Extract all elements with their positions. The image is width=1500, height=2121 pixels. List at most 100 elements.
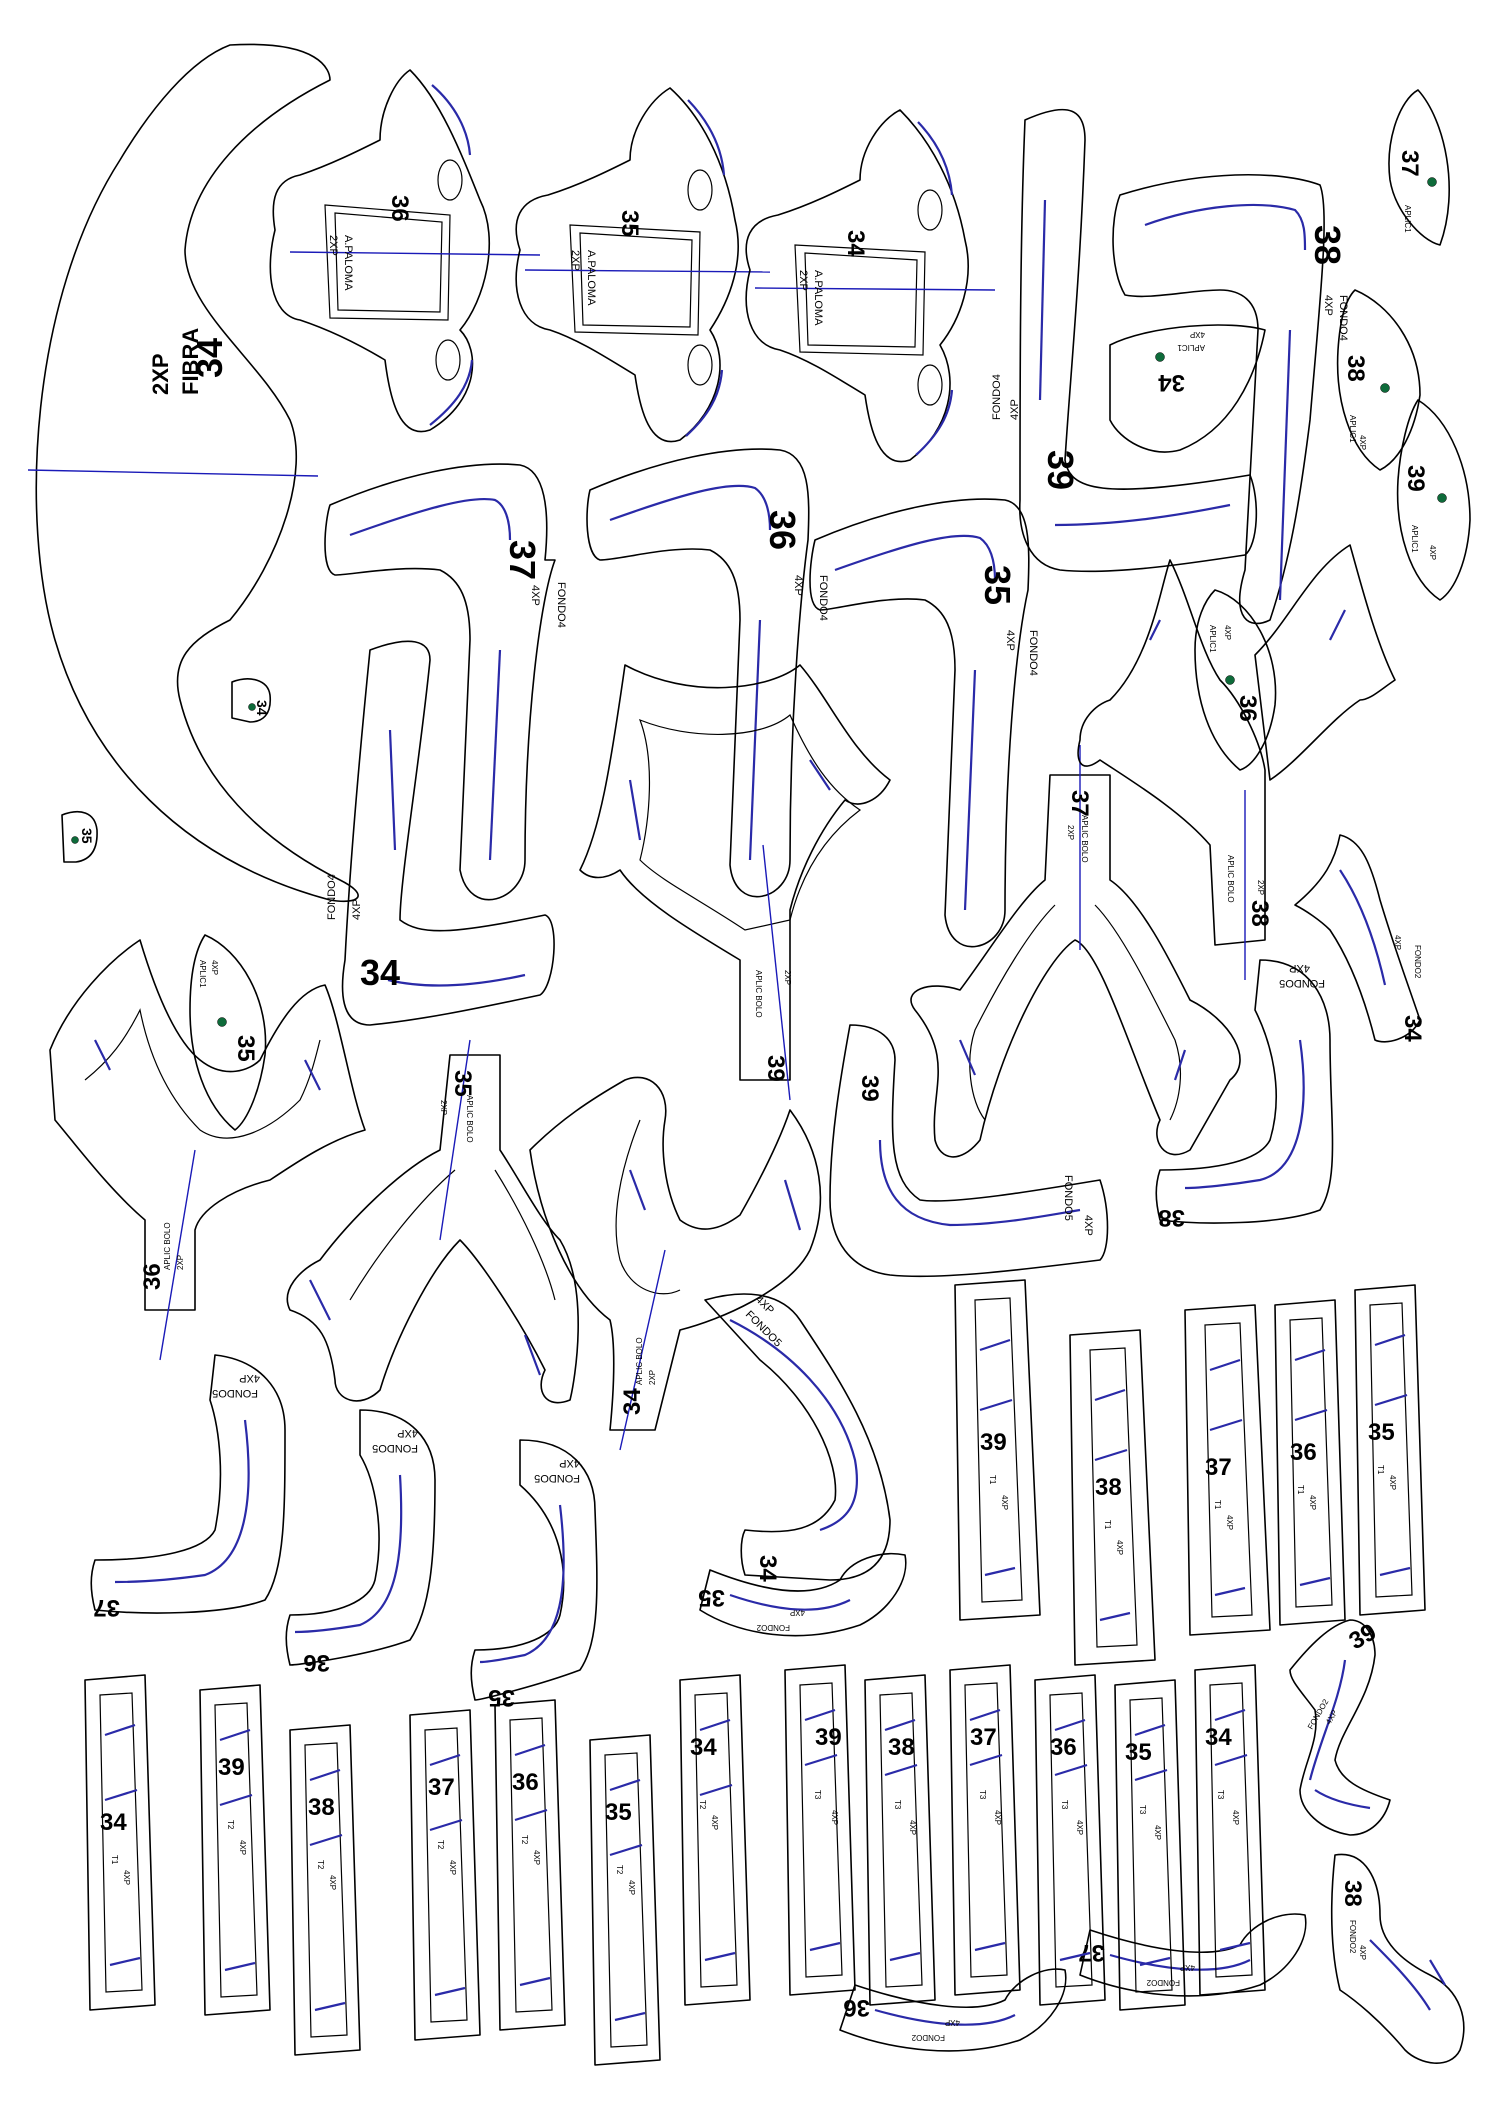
t1-qty-37: 4XP — [1225, 1515, 1234, 1530]
fondo2-size-34: 34 — [1399, 1015, 1426, 1042]
t3-strip-39: 39 T3 4XP — [784, 1664, 856, 1996]
fondo2-piece-35: 35 FONDO2 4XP — [698, 1553, 907, 1637]
t1-size-36: 36 — [1290, 1439, 1317, 1466]
t3-qty-35: 4XP — [1153, 1825, 1162, 1840]
tongue-size-34: 34 — [842, 230, 869, 257]
fondo5-size-36: 36 — [303, 1649, 330, 1676]
aplic1-scrap-35: 35 — [61, 811, 98, 863]
t3-size-34: 34 — [1205, 1724, 1232, 1751]
aplic-bolo-qty-35: 2XP — [439, 1100, 448, 1115]
fondo2-piece-39: 39 FONDO2 4XP — [1289, 1618, 1391, 1836]
t3-size-36: 36 — [1050, 1734, 1077, 1761]
fondo4-piece-37: 37 FONDO4 4XP — [324, 463, 567, 901]
t2-strip-37: 37 T2 4XP — [409, 1709, 481, 2041]
fondo5-piece-39: 39 FONDO5 4XP — [829, 1024, 1109, 1278]
t3-name-36: T3 — [1060, 1800, 1069, 1810]
fondo4-size-36: 36 — [762, 510, 803, 550]
t3-qty-34: 4XP — [1231, 1810, 1240, 1825]
aplic1-leaf-size-34: 35 — [232, 1035, 259, 1062]
t1-qty-38: 4XP — [1115, 1540, 1124, 1555]
t3-name-34: T3 — [1216, 1790, 1225, 1800]
t1-size-34: 34 — [100, 1809, 127, 1836]
t2-qty-39: 4XP — [238, 1840, 247, 1855]
t1-qty-39: 4XP — [1000, 1495, 1009, 1510]
fondo5-size-39: 39 — [856, 1075, 883, 1102]
t1-qty-35: 4XP — [1388, 1475, 1397, 1490]
fondo2-piece-36: 36 FONDO2 4XP — [839, 1968, 1067, 2052]
aplic-bolo-name-34: APLIC BOLO — [635, 1337, 644, 1385]
fondo5-name-37: FONDO5 — [212, 1387, 258, 1399]
aplic-bolo-37: 37 APLIC BOLO 2XP — [910, 745, 1241, 1158]
fondo5-piece-34: 34 FONDO5 4XP — [704, 1293, 891, 1582]
t3-qty-36: 4XP — [1075, 1820, 1084, 1835]
aplic-bolo-size-39: 39 — [762, 1055, 789, 1082]
t2-qty-38: 4XP — [328, 1875, 337, 1890]
aplic1-leaf-name-36: APLIC1 — [1177, 343, 1205, 352]
t2-strip-34: 34 T2 4XP — [679, 1674, 751, 2006]
fondo2-qty-39: 4XP — [1324, 1708, 1339, 1726]
aplic1-leaf-36: 34 APLIC1 4XP — [1109, 324, 1266, 453]
fondo2-size-38: 38 — [1339, 1880, 1366, 1907]
t2-strip-39: 39 T2 4XP — [199, 1684, 271, 2016]
tongue-qty-35: 2XP — [569, 250, 581, 271]
fondo2-qty-37: 4XP — [1180, 1963, 1195, 1972]
aplic-bolo-qty-36: 2XP — [176, 1255, 185, 1270]
aplic1-leaf-name-34: APLIC1 — [198, 960, 207, 988]
fondo5-piece-37: 37 FONDO5 4XP — [90, 1354, 286, 1621]
t2-size-39: 39 — [218, 1754, 245, 1781]
aplic-bolo-qty-39: 2XP — [783, 970, 792, 985]
t3-qty-38: 4XP — [908, 1820, 917, 1835]
tongue-brand-35: A.PALOMA — [585, 250, 597, 306]
scrap-35-size: 35 — [79, 828, 95, 844]
fondo4-size-34: 34 — [360, 952, 400, 993]
tongue-size-35: 35 — [616, 210, 643, 237]
t2-name-39: T2 — [226, 1820, 235, 1830]
t2-size-38: 38 — [308, 1794, 335, 1821]
tongue-piece-36: 36 A.PALOMA 2XP — [269, 69, 541, 433]
t3-name-37: T3 — [978, 1790, 987, 1800]
aplic1-leaf-qty-39: 4XP — [1428, 545, 1437, 560]
fondo2-name-37: FONDO2 — [1146, 1978, 1180, 1987]
t2-size-36: 36 — [512, 1769, 539, 1796]
fondo2-name-36: FONDO2 — [911, 2033, 945, 2042]
fondo2-qty-35: 4XP — [790, 1608, 805, 1617]
aplic-bolo-name-39: APLIC BOLO — [754, 970, 763, 1018]
aplic1-leaf-38: 38 APLIC1 4XP — [1336, 289, 1421, 471]
t1-qty-36: 4XP — [1308, 1495, 1317, 1510]
fondo2-size-39: 39 — [1345, 1618, 1382, 1655]
aplic1-leaf-size-39: 39 — [1402, 465, 1429, 492]
t3-size-39: 39 — [815, 1724, 842, 1751]
fondo5-name-39: FONDO5 — [1062, 1175, 1074, 1221]
fondo4-piece-39: 39 FONDO4 4XP — [991, 108, 1258, 573]
fondo5-qty-38: 4XP — [1289, 962, 1310, 974]
tongue-piece-35: 35 A.PALOMA 2XP — [515, 87, 771, 443]
t3-strip-34: 34 T3 4XP — [1194, 1664, 1266, 1996]
fondo4-qty-37: 4XP — [529, 585, 541, 606]
fondo2-piece-34: 34 FONDO2 4XP — [1294, 834, 1426, 1043]
aplic-bolo-qty-37: 2XP — [1066, 825, 1075, 840]
fondo4-name-34: FONDO4 — [326, 874, 338, 920]
fondo4-size-39: 39 — [1040, 450, 1081, 490]
t2-strip-35: 35 T2 4XP — [589, 1734, 661, 2066]
aplic1-leaf-37: 37 APLIC1 — [1388, 89, 1450, 246]
fondo4-name-35: FONDO4 — [1027, 630, 1039, 676]
fondo5-piece-38: 38 FONDO5 4XP — [1155, 959, 1334, 1231]
t2-strip-36: 36 T2 4XP — [494, 1699, 566, 2031]
t1-size-39: 39 — [980, 1429, 1007, 1456]
aplic1-leaf-35: 36 APLIC1 4XP — [1194, 589, 1277, 771]
t2-size-34: 34 — [690, 1734, 717, 1761]
fondo2-size-35: 35 — [698, 1584, 725, 1611]
t1-name-36: T1 — [1296, 1485, 1305, 1495]
aplic1-leaf-name-35: APLIC1 — [1208, 625, 1217, 653]
aplic-bolo-name-38: APLIC BOLO — [1226, 855, 1235, 903]
aplic-bolo-size-37: 37 — [1066, 790, 1093, 817]
fondo4-size-38: 38 — [1307, 225, 1348, 265]
aplic-bolo-name-35: APLIC BOLO — [465, 1095, 474, 1143]
t2-qty-34: 4XP — [710, 1815, 719, 1830]
fibra-size: 34 — [189, 338, 230, 378]
fondo4-piece-36: 36 FONDO4 4XP — [586, 448, 829, 898]
t2-strip-38: 38 T2 4XP — [289, 1724, 361, 2056]
aplic1-leaf-name-37: APLIC1 — [1403, 205, 1412, 233]
fondo4-name-39: FONDO4 — [991, 374, 1003, 420]
t2-name-36: T2 — [520, 1835, 529, 1845]
